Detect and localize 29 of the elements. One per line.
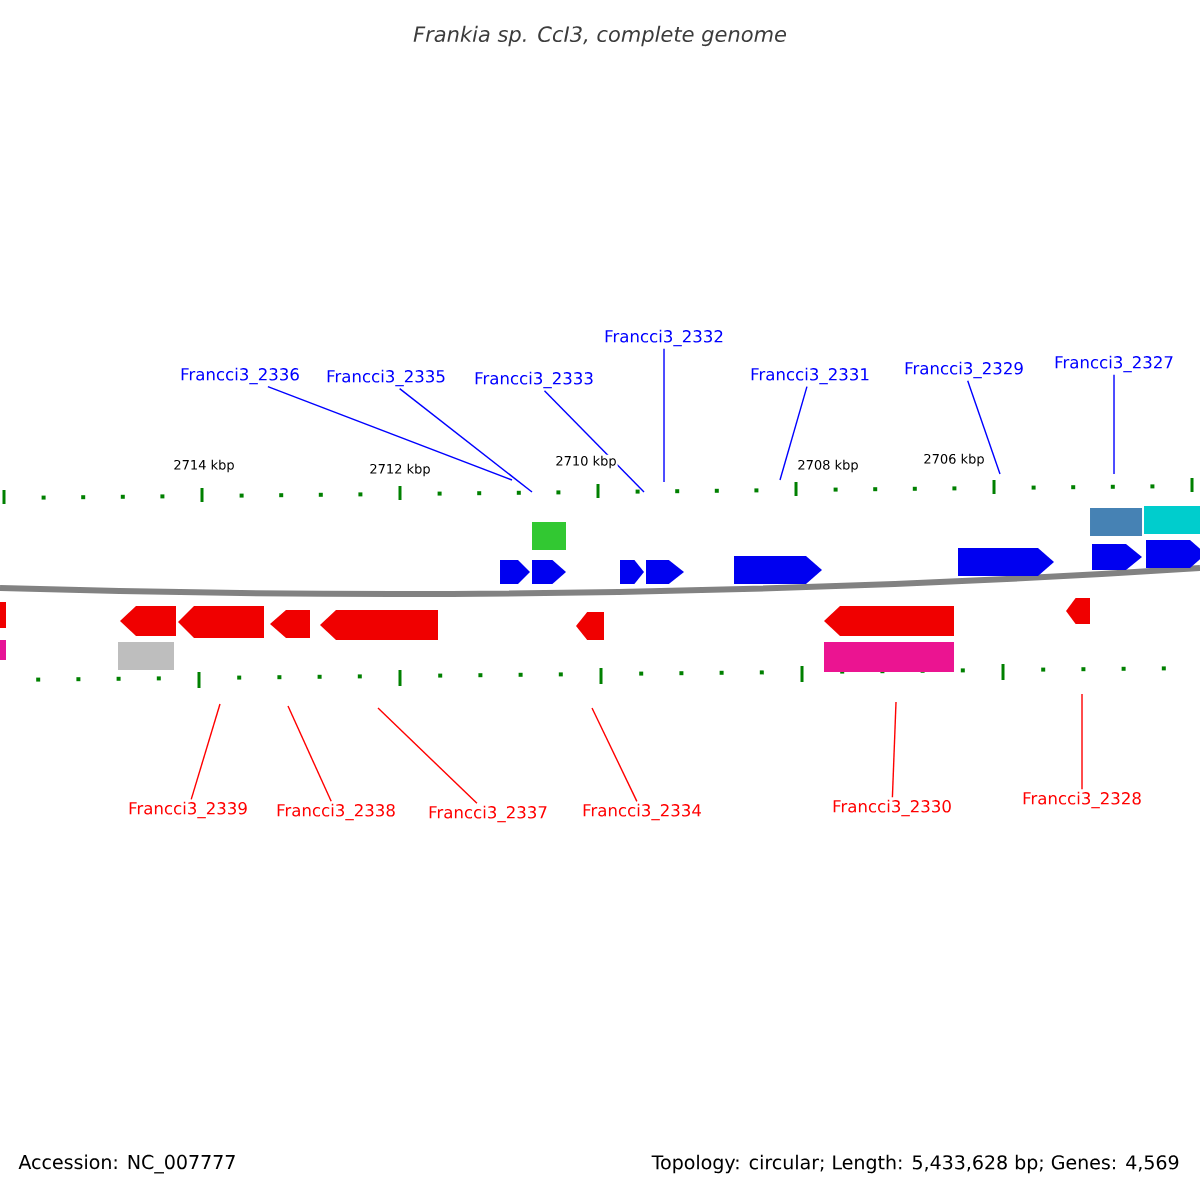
gene-label: Francci3_2327 <box>1055 355 1173 373</box>
gene-label: Francci3_2339 <box>129 801 247 819</box>
leader-line <box>1113 373 1115 475</box>
gene-label: Francci3_2335 <box>327 369 445 387</box>
leader-line <box>779 385 808 481</box>
gene-label: Francci3_2331 <box>751 367 869 385</box>
leader-line <box>287 705 332 803</box>
leader-line <box>1081 693 1083 791</box>
gene-label: Francci3_2328 <box>1023 791 1141 809</box>
leader-line <box>190 703 221 801</box>
gene-label: Francci3_2330 <box>833 799 951 817</box>
gene-label: Francci3_2334 <box>583 803 701 821</box>
gene-label: Francci3_2336 <box>181 367 299 385</box>
leader-line <box>543 389 645 493</box>
gene-label: Francci3_2332 <box>605 329 723 347</box>
title: Frankia sp. CcI3, complete genome <box>413 25 787 47</box>
footer-text: Accession: NC_007777 <box>18 1154 235 1174</box>
leader-line <box>377 707 478 805</box>
gene-label: Francci3_2337 <box>429 805 547 823</box>
gene-label: Francci3_2338 <box>277 803 395 821</box>
leader-line <box>967 379 1001 475</box>
gene-label: Francci3_2329 <box>905 361 1023 379</box>
leader-line <box>591 707 638 803</box>
leader-line <box>398 387 533 493</box>
footer-text: Topology: circular; Length: 5,433,628 bp; Genes: 4,569 <box>651 1154 1179 1174</box>
leader-line <box>891 701 897 799</box>
leader-line <box>663 347 665 483</box>
leader-line <box>267 385 513 481</box>
gene-label: Francci3_2333 <box>475 371 593 389</box>
